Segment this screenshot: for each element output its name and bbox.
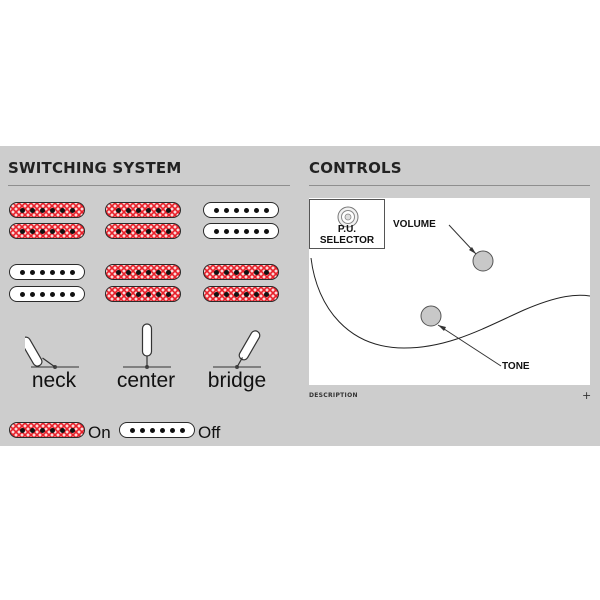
- controls-title-rule: [309, 185, 590, 186]
- switching-system-title: SWITCHING SYSTEM: [8, 159, 182, 177]
- pickup-bridge-upper-2: [203, 223, 279, 239]
- switching-title-rule: [8, 185, 290, 186]
- controls-title: CONTROLS: [309, 159, 402, 177]
- selector-label-neck: neck: [31, 369, 77, 392]
- neck-switch-lever-icon: [25, 336, 79, 369]
- description-toggle-label[interactable]: DESCRIPTION: [309, 392, 358, 399]
- guitar-body-outline: [310, 224, 591, 367]
- pickup-center-upper-1: [105, 202, 181, 218]
- pickup-center-lower-1: [105, 264, 181, 280]
- pu-selector-label: P.U. SELECTOR: [319, 224, 375, 246]
- volume-knob: [472, 250, 494, 272]
- pickup-center-lower-2: [105, 286, 181, 302]
- legend-pickup-on: [9, 422, 85, 438]
- pickup-neck-upper-1: [9, 202, 85, 218]
- pickup-neck-lower-1: [9, 264, 85, 280]
- pickup-bridge-upper-1: [203, 202, 279, 218]
- pu-selector-box: P.U. SELECTOR: [309, 199, 385, 249]
- legend-off-label: Off: [198, 423, 221, 442]
- legend-on-label: On: [88, 423, 111, 442]
- legend-pickup-off: [119, 422, 195, 438]
- volume-label: VOLUME: [393, 219, 436, 230]
- pickup-bridge-lower-1: [203, 264, 279, 280]
- tone-pointer-line: [437, 324, 502, 367]
- tone-label: TONE: [502, 361, 530, 372]
- bridge-switch-lever-icon: [213, 330, 261, 369]
- expand-plus-icon[interactable]: +: [582, 389, 592, 402]
- selector-knob-icon: [337, 206, 359, 228]
- selector-label-center: center: [116, 369, 176, 392]
- center-switch-lever-icon: [123, 323, 171, 369]
- selector-label-bridge: bridge: [207, 369, 267, 392]
- pickup-bridge-lower-2: [203, 286, 279, 302]
- pickup-neck-upper-2: [9, 223, 85, 239]
- pickup-center-upper-2: [105, 223, 181, 239]
- tone-knob: [420, 305, 442, 327]
- pickup-neck-lower-2: [9, 286, 85, 302]
